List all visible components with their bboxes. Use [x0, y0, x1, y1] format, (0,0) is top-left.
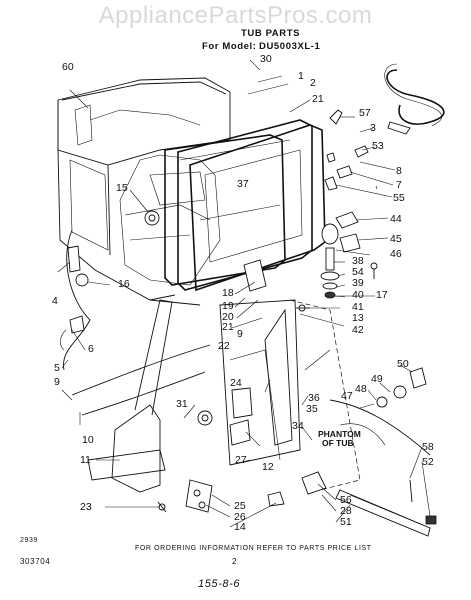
- callout: 6: [88, 343, 94, 355]
- drain-wires: [60, 229, 431, 456]
- callout: 5: [54, 362, 60, 374]
- pump-parts-stack: [296, 211, 378, 312]
- callout: 15: [116, 182, 128, 194]
- callout: 27: [235, 454, 247, 466]
- callout: 31: [176, 398, 188, 410]
- callout: 20: [222, 311, 234, 323]
- phantom-of-tub-label: PHANTOM OF TUB: [318, 429, 361, 448]
- ordering-note: FOR ORDERING INFORMATION REFER TO PARTS …: [135, 545, 372, 552]
- callout: 48: [355, 383, 367, 395]
- callout: 54: [352, 266, 364, 278]
- doc-number: 303704: [20, 557, 51, 566]
- callout: 2: [310, 77, 316, 89]
- callout: 3: [370, 122, 376, 134]
- callout: 46: [390, 248, 402, 260]
- hinge-fasteners: [157, 471, 327, 513]
- callout: 60: [62, 61, 74, 73]
- callout: 21: [222, 321, 234, 333]
- callout: 17: [376, 289, 388, 301]
- lower-rail: [335, 479, 437, 537]
- footer-code: 2939: [20, 537, 38, 544]
- door-hinge-arms: [87, 294, 361, 493]
- callout: 22: [218, 340, 230, 352]
- model-number: DU5003XL-1: [259, 41, 321, 52]
- callout: 42: [352, 324, 364, 336]
- page-number: 2: [232, 557, 238, 566]
- callout: 34: [292, 420, 304, 432]
- callout: 13: [352, 312, 364, 324]
- fill-hose: [324, 63, 445, 191]
- model-prefix: For Model:: [202, 41, 257, 52]
- callout: 44: [390, 213, 402, 225]
- callout-numbers: 60 30 1 2 21 57 3 53 8 7 55 37 15 44 45 …: [52, 53, 434, 533]
- callout: 25: [234, 500, 246, 512]
- callout: 39: [352, 277, 364, 289]
- callout: 52: [422, 456, 434, 468]
- callout: 58: [422, 441, 434, 453]
- callout: 28: [340, 505, 352, 517]
- callout: 38: [352, 255, 364, 267]
- callout: 35: [306, 403, 318, 415]
- callout: 50: [397, 358, 409, 370]
- callout: 18: [222, 287, 234, 299]
- tub-body: [57, 77, 231, 306]
- callout: 49: [371, 373, 383, 385]
- callout: 51: [340, 516, 352, 528]
- callout: 11: [80, 454, 91, 466]
- callout: 4: [52, 295, 58, 307]
- door-gasket-frames: [164, 119, 326, 292]
- callout: 16: [118, 278, 130, 290]
- svg-text:OF TUB: OF TUB: [322, 438, 354, 448]
- callout: 19: [222, 300, 234, 312]
- callout: 8: [396, 165, 402, 177]
- handwritten-note: 155-8-6: [198, 578, 241, 590]
- callout: 47: [341, 390, 353, 402]
- callout: 9: [54, 376, 60, 388]
- svg-text:PHANTOM: PHANTOM: [318, 429, 361, 439]
- callout: 12: [262, 461, 274, 473]
- callout: 40: [352, 289, 364, 301]
- callout: 24: [230, 377, 242, 389]
- callout: 7: [396, 179, 402, 191]
- callout: 55: [393, 192, 405, 204]
- leader-lines: [57, 59, 431, 528]
- callout: 14: [234, 521, 246, 533]
- callout: 56: [340, 494, 352, 506]
- callout: 23: [80, 501, 92, 513]
- callout: 21: [312, 93, 324, 105]
- callout: 41: [352, 301, 364, 313]
- callout: 9: [237, 328, 243, 340]
- callout: 30: [260, 53, 272, 65]
- callout: 10: [82, 434, 94, 446]
- callout: 45: [390, 233, 402, 245]
- watermark: AppliancePartsPros.com: [98, 2, 373, 29]
- callout: 53: [372, 140, 384, 152]
- callout: 36: [308, 392, 320, 404]
- callout: 57: [359, 107, 371, 119]
- diagram-title: TUB PARTS: [241, 28, 301, 39]
- callout: 26: [234, 511, 246, 523]
- callout: 1: [298, 70, 304, 82]
- callout: 37: [237, 178, 249, 190]
